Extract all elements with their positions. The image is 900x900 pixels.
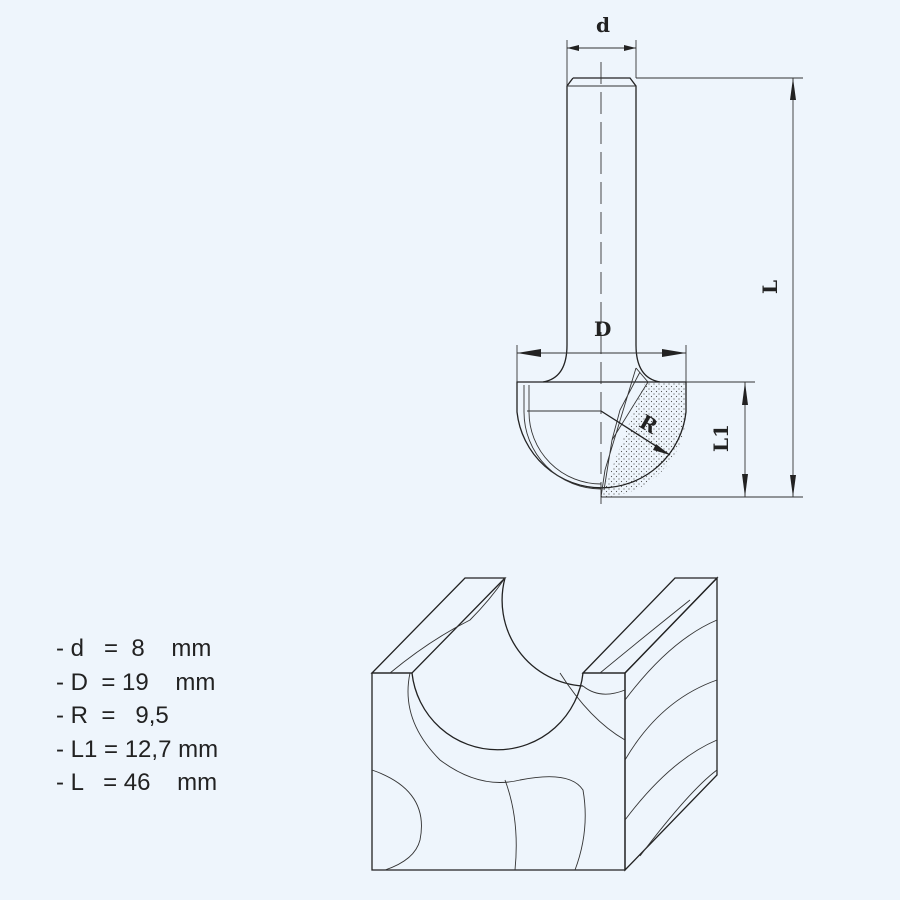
label-L: L: [758, 280, 782, 294]
label-d: d: [596, 13, 610, 37]
specification-list: - d = 8 mm - D = 19 mm - R = 9,5 - L1 = …: [56, 632, 218, 800]
cutter-head: R: [516, 367, 687, 498]
spec-R: - R = 9,5: [56, 702, 169, 729]
spec-L1: - L1 = 12,7 mm: [56, 735, 219, 763]
spec-d: - d = 8 mm: [56, 635, 212, 662]
spec-D: - D = 19 mm: [56, 668, 216, 696]
dimension-D: D: [516, 317, 687, 382]
shank: [542, 77, 661, 383]
dimension-L1: L1: [686, 381, 755, 497]
wood-block-profile: [370, 576, 719, 872]
spec-L: - L = 46 mm: [56, 769, 218, 796]
dimension-d: d: [566, 13, 637, 86]
label-D: D: [594, 317, 611, 341]
dimension-L: L: [601, 77, 803, 498]
label-L1: L1: [709, 424, 733, 452]
